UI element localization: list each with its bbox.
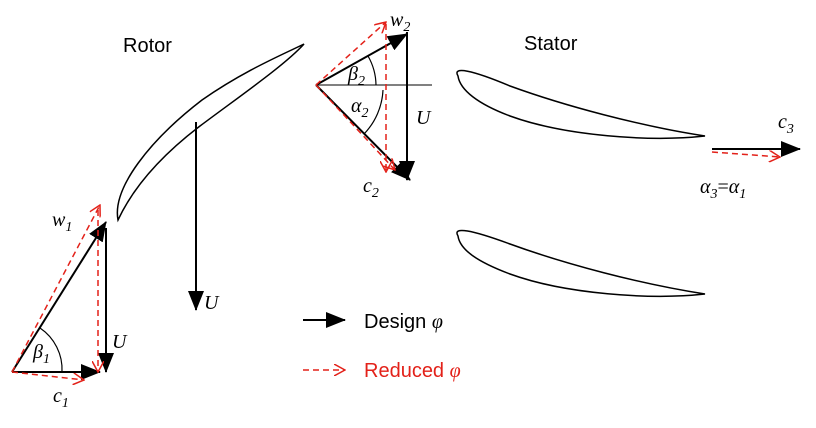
rotor-label: Rotor <box>123 35 172 57</box>
stator-c3-reduced <box>711 152 780 157</box>
stator-c3-label: c3 <box>778 111 794 137</box>
inlet-beta1-label: β1 <box>32 341 50 367</box>
exit-w2-label: w2 <box>390 9 410 35</box>
legend: Design φ Reduced φ <box>303 311 461 382</box>
exit-alpha2-arc <box>363 89 384 135</box>
inlet-w1-reduced <box>11 205 100 373</box>
rotor-blade <box>116 43 305 223</box>
legend-design-label: Design φ <box>364 311 443 333</box>
exit-beta2-arc <box>367 55 377 86</box>
exit-w2-reduced <box>315 22 386 86</box>
inlet-c1-label: c1 <box>53 385 69 411</box>
rotor-blade-u-label: U <box>204 292 220 314</box>
exit-w2-design <box>315 33 408 86</box>
stator-blade-lower <box>456 229 706 297</box>
inlet-w1-design <box>11 221 107 373</box>
inlet-beta1-arc <box>39 327 63 373</box>
rotor-inlet-triangle <box>11 205 114 380</box>
alpha3-equals-alpha1-label: α3=α1 <box>700 176 746 202</box>
inlet-u-label: U <box>112 331 128 353</box>
rotor-exit-triangle <box>315 22 432 181</box>
inlet-w1-label: w1 <box>52 209 72 235</box>
exit-u-label: U <box>416 107 432 129</box>
legend-reduced-label: Reduced φ <box>364 360 461 382</box>
exit-beta2-label: β2 <box>347 63 365 89</box>
exit-c2-label: c2 <box>363 175 379 201</box>
inlet-c1-reduced <box>11 371 84 380</box>
exit-alpha2-label: α2 <box>351 95 369 121</box>
stator-label: Stator <box>524 33 578 55</box>
stator-blade-upper <box>456 69 706 139</box>
